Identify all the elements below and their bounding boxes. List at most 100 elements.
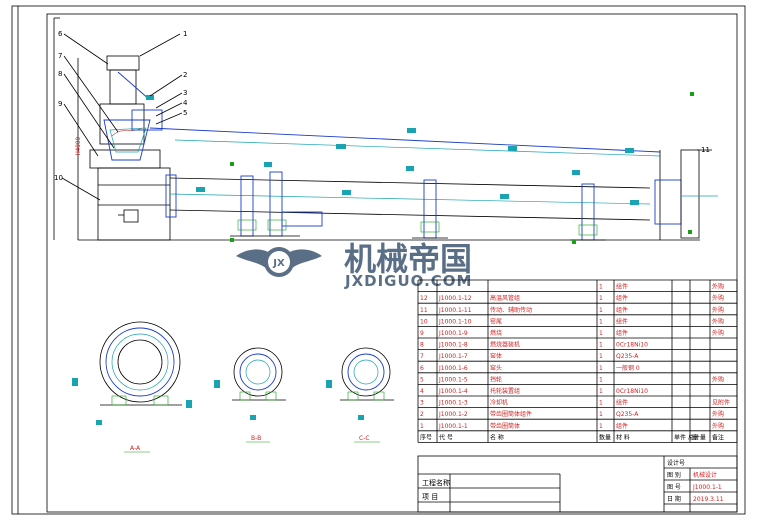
bom-cell: 7 <box>420 353 424 360</box>
svg-text:日 期: 日 期 <box>667 495 681 503</box>
bom-header-cell: 备注 <box>712 433 724 441</box>
bom-cell: 1 <box>599 388 603 395</box>
svg-text:B-B: B-B <box>251 435 261 442</box>
svg-text:8: 8 <box>58 70 62 78</box>
bom-cell: J1000.1-5 <box>438 376 468 383</box>
watermark-en: JXDIGUO.COM <box>344 272 472 290</box>
svg-text:3: 3 <box>183 89 187 97</box>
bom-cell: J1000.1-9 <box>438 330 468 337</box>
svg-text:5: 5 <box>183 109 187 117</box>
bom-cell: J1000.1-6 <box>438 365 468 372</box>
bom-cell: J1000.1-4 <box>438 388 468 395</box>
svg-text:9: 9 <box>58 100 62 108</box>
bom-cell: 10 <box>420 318 428 325</box>
bom-cell: 窑头 <box>490 364 502 372</box>
svg-text:图 别: 图 别 <box>667 471 681 479</box>
bom-cell: 组件 <box>616 399 628 407</box>
svg-text:1: 1 <box>183 30 187 38</box>
support-station-2 <box>412 179 448 239</box>
bom-header-cell: 材 料 <box>616 433 630 441</box>
svg-text:C-C: C-C <box>359 435 370 442</box>
bom-cell: 5 <box>420 376 424 383</box>
svg-text:2: 2 <box>183 71 187 79</box>
bom-cell: 外购 <box>712 306 724 314</box>
bom-cell: 外购 <box>712 317 724 325</box>
bom-cell: 外购 <box>712 410 724 418</box>
svg-text:11: 11 <box>701 146 710 154</box>
bom-cell: 外购 <box>712 329 724 337</box>
bom-cell: 12 <box>420 295 428 302</box>
bom-cell: J1000.1-2 <box>438 411 468 418</box>
bom-header-cell: 数量 <box>599 433 611 441</box>
callout-labels: 1 2 3 4 5 6 7 8 9 10 11 <box>54 30 710 182</box>
support-station-3 <box>570 183 606 241</box>
bom-cell: 1 <box>599 423 603 430</box>
bom-cell: 9 <box>420 330 424 337</box>
bom-cell: 1 <box>599 353 603 360</box>
bom-cell: 1 <box>599 295 603 302</box>
bom-cell: J1000.1-12 <box>438 295 472 302</box>
bom-cell: 见附件 <box>712 399 730 407</box>
bom-cell: 组件 <box>616 329 628 337</box>
bom-cell: J1000.1-8 <box>438 342 468 349</box>
bom-cell: 11 <box>420 307 428 314</box>
bom-cell: 带齿圈筒体 <box>490 422 520 430</box>
watermark-badge: JX <box>272 258 285 269</box>
bom-cell: 1 <box>420 423 424 430</box>
kiln-elevation: H4000 <box>53 17 718 244</box>
bom-cell: 1 <box>599 318 603 325</box>
svg-text:4: 4 <box>183 99 188 107</box>
inner-frame <box>46 13 738 513</box>
bom-cell: 1 <box>599 342 603 349</box>
bom-cell: 1 <box>599 284 603 291</box>
bom-cell: 外购 <box>712 422 724 430</box>
bom-cell: 挡轮 <box>490 375 502 383</box>
bom-cell: 传动、辅助传动 <box>490 306 532 314</box>
bom-cell: J1000.1-3 <box>438 400 468 407</box>
bom-cell: 组件 <box>616 306 628 314</box>
svg-text:2019.3.11: 2019.3.11 <box>693 496 724 503</box>
section-view-a: A-A <box>72 321 192 453</box>
bom-cell: Q235-A <box>616 353 639 360</box>
bom-header-cell: 序号 <box>420 433 432 441</box>
svg-text:6: 6 <box>58 30 63 38</box>
support-station-1 <box>230 171 300 237</box>
bom-header-cell: 重 量 <box>692 433 706 441</box>
bom-cell: 外购 <box>712 283 724 291</box>
bom-cell: 外购 <box>712 294 724 302</box>
bom-cell: 1 <box>599 400 603 407</box>
svg-text:机械设计: 机械设计 <box>693 471 717 479</box>
bom-header-cell: 单件 总计 <box>674 433 700 441</box>
bom-cell: 1 <box>599 330 603 337</box>
bom-cell: 燃烧器装机 <box>490 341 520 349</box>
svg-text:图 号: 图 号 <box>667 484 681 491</box>
bom-cell: 1 <box>599 365 603 372</box>
outer-frame <box>11 5 746 515</box>
bom-cell: Q235-A <box>616 411 639 418</box>
svg-text:A-A: A-A <box>130 445 141 452</box>
bom-cell: 外购 <box>712 375 724 383</box>
bom-cell: 0Cr18Ni10 <box>616 342 648 349</box>
bom-cell: 1 <box>599 411 603 418</box>
bom-cell: 1 <box>599 307 603 314</box>
bom-header-cell: 名 称 <box>490 433 504 441</box>
bom-cell: 高温风管组 <box>490 294 520 302</box>
bom-cell: J1000.1-11 <box>438 307 472 314</box>
title-block: 工程名称 项 目 设计号 图 别 机械设计 图 号 J1000.1-1 日 期 … <box>417 455 738 513</box>
bom-cell: 托轮装置组 <box>490 387 520 395</box>
svg-text:7: 7 <box>58 52 62 60</box>
svg-text:设计号: 设计号 <box>667 459 685 467</box>
bom-cell: 燃烧 <box>490 329 502 337</box>
bom-cell: 带齿圈筒体组件 <box>490 410 532 418</box>
watermark-cn: 机械帝国 <box>344 240 472 278</box>
section-view-c: C-C <box>326 347 394 443</box>
bom-cell: 组件 <box>616 283 628 291</box>
bom-cell: 组件 <box>616 294 628 302</box>
bom-cell: 组件 <box>616 317 628 325</box>
section-view-b: B-B <box>214 347 286 443</box>
height-dim-label: H4000 <box>75 137 82 155</box>
bom-cell: 0Cr18Ni10 <box>616 388 648 395</box>
bom-cell: 6 <box>420 365 424 372</box>
bom-cell: J1000.1-7 <box>438 353 468 360</box>
